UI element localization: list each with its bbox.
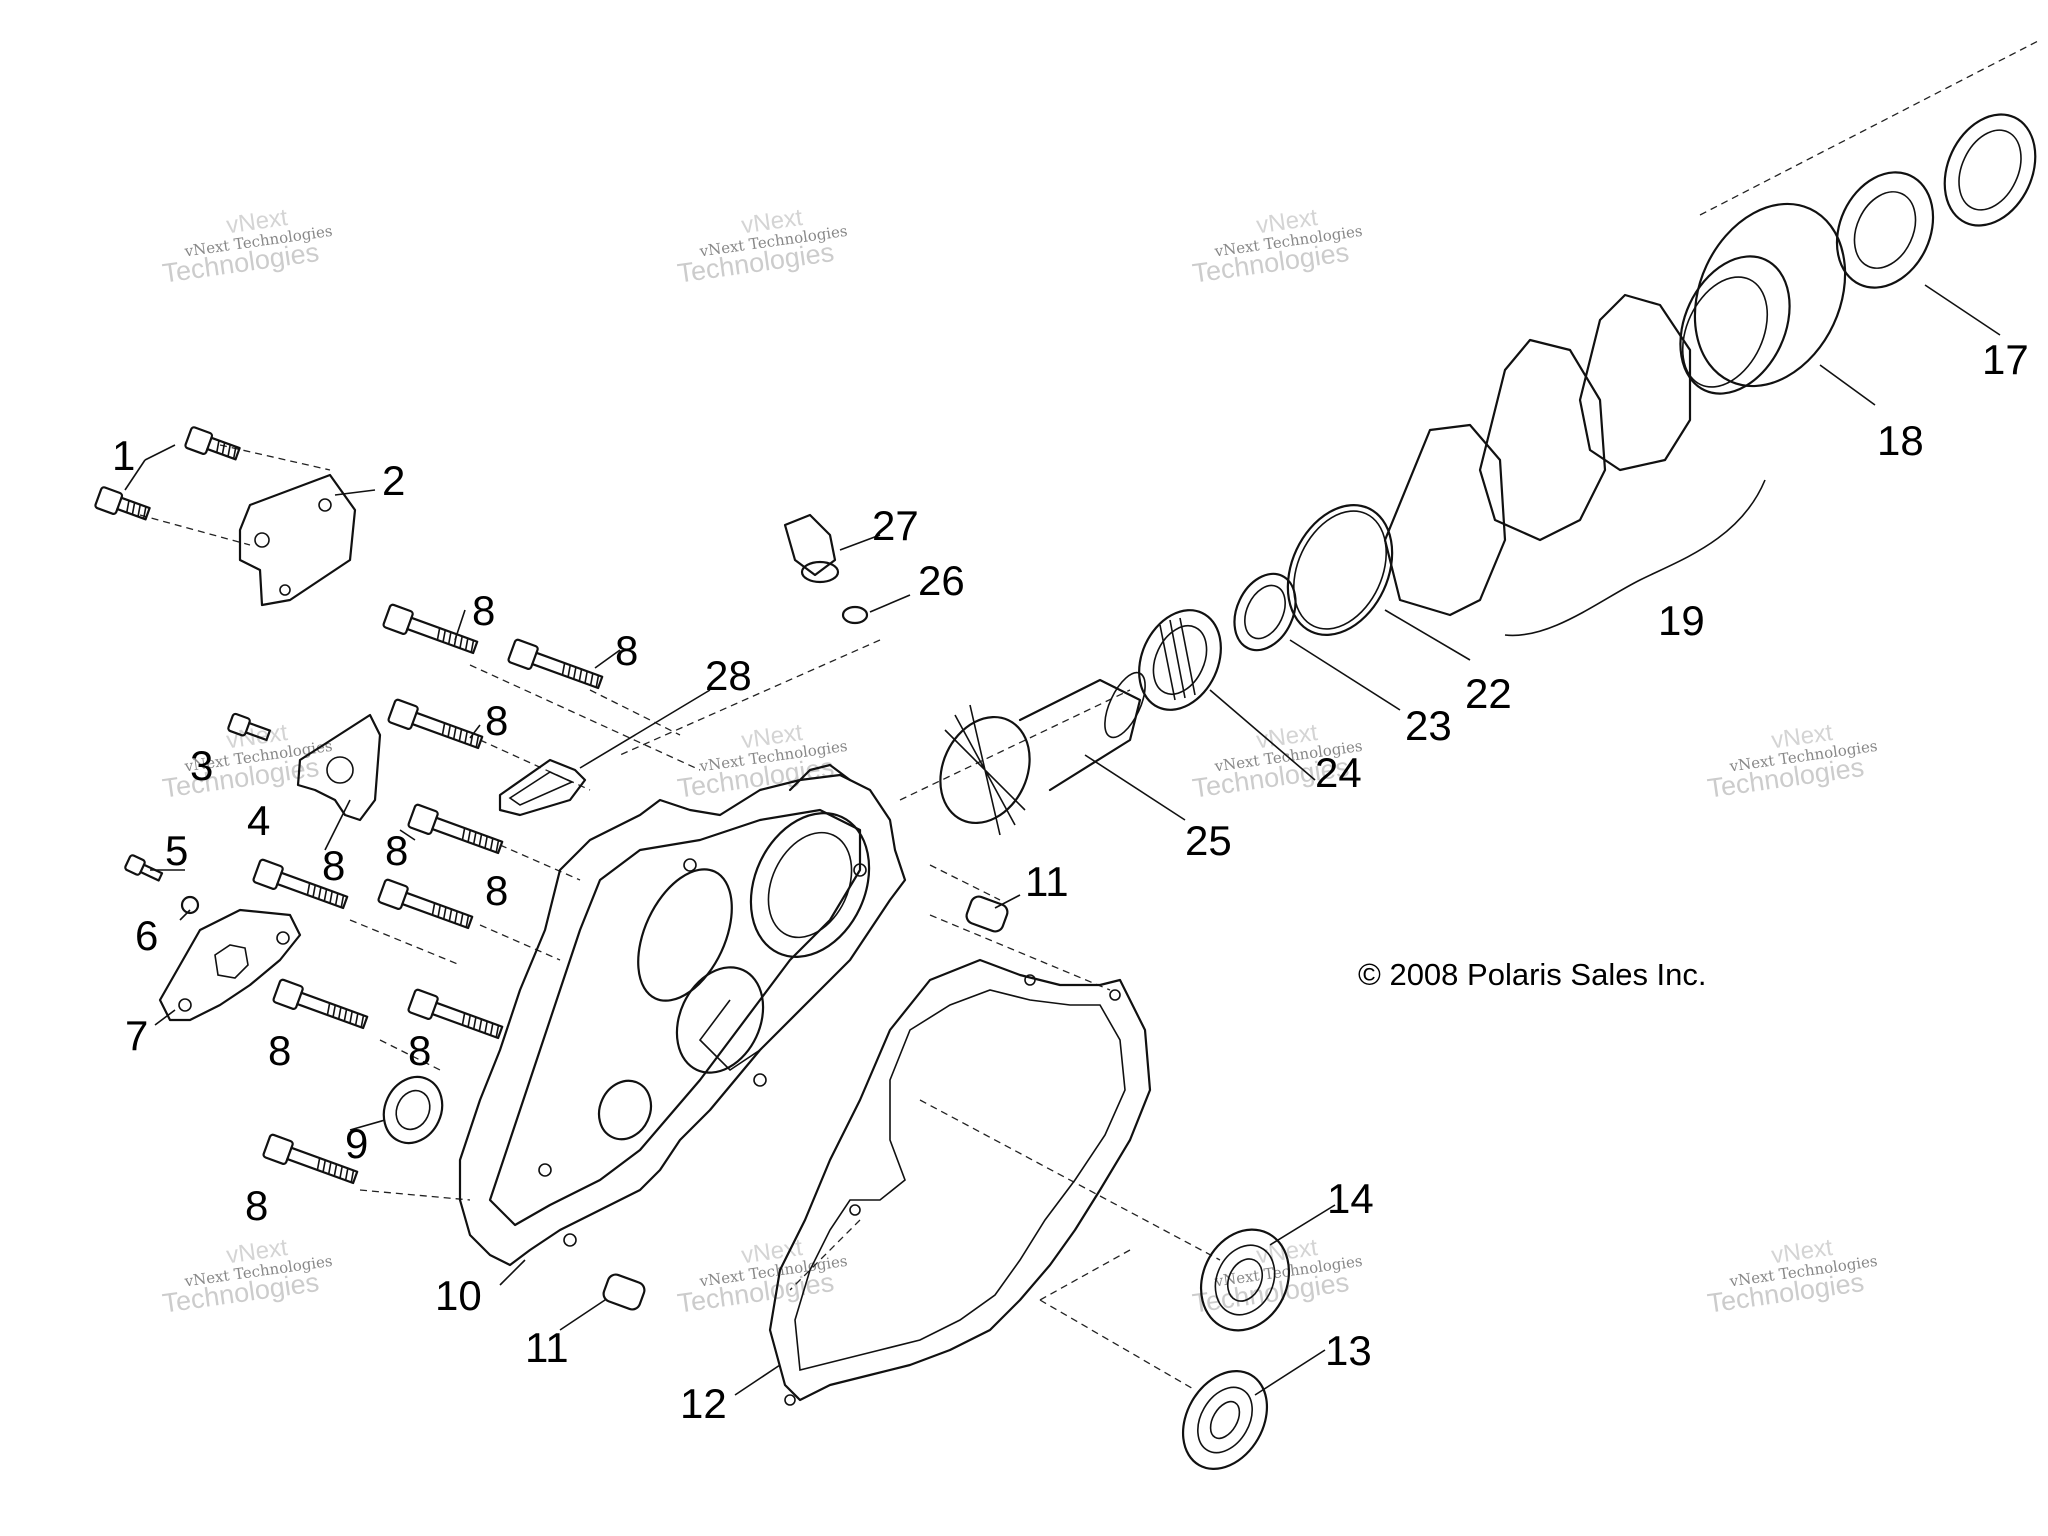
callout-2: 2 xyxy=(382,457,405,504)
part-18-bearing-retainer xyxy=(1679,202,1847,395)
part-14-bearing xyxy=(1199,1228,1291,1332)
callout-8: 8 xyxy=(472,587,495,634)
callout-25: 25 xyxy=(1185,817,1232,864)
callout-4: 4 xyxy=(247,797,270,844)
part-7-cover-plate xyxy=(158,908,302,1022)
callout-1: 1 xyxy=(112,432,135,479)
callout-19: 19 xyxy=(1658,597,1705,644)
watermark: Technologies vNext Technologies vNext xyxy=(161,1234,334,1319)
watermark: Technologies vNext Technologies vNext xyxy=(676,204,849,289)
leader-lines xyxy=(124,284,2001,1396)
callout-28: 28 xyxy=(705,652,752,699)
part-5-screw xyxy=(124,854,164,882)
part-27-drain-plug xyxy=(783,513,840,584)
callout-18: 18 xyxy=(1877,417,1924,464)
callout-8: 8 xyxy=(245,1182,268,1229)
part-4-plate xyxy=(296,713,382,822)
callout-14: 14 xyxy=(1327,1175,1374,1222)
callout-13: 13 xyxy=(1325,1327,1372,1374)
part-3-bolt xyxy=(227,712,272,742)
callout-22: 22 xyxy=(1465,670,1512,717)
callout-10: 10 xyxy=(435,1272,482,1319)
callout-7: 7 xyxy=(125,1012,148,1059)
part-19-shims xyxy=(1383,293,1692,617)
callout-3: 3 xyxy=(190,742,213,789)
watermark: Technologies vNext Technologies vNext xyxy=(161,719,334,804)
callout-23: 23 xyxy=(1405,702,1452,749)
part-9-oil-seal xyxy=(382,1075,444,1145)
callout-8: 8 xyxy=(385,827,408,874)
callout-5: 5 xyxy=(165,827,188,874)
part-26-seal-washer xyxy=(841,605,869,625)
watermark: Technologies vNext Technologies vNext xyxy=(1706,719,1879,804)
callout-8: 8 xyxy=(615,627,638,674)
callout-24: 24 xyxy=(1315,749,1362,796)
copyright-notice: © 2008 Polaris Sales Inc. xyxy=(1358,957,1707,992)
callout-11: 11 xyxy=(1025,858,1069,905)
part-6-nut xyxy=(180,895,200,915)
callout-labels: 1 2 3 4 5 6 7 8 8 8 8 8 8 8 8 8 9 10 11 … xyxy=(112,336,2029,1427)
part-13-bearing xyxy=(1181,1370,1269,1470)
part-11-dowel-pin-upper xyxy=(965,895,1009,933)
part-24-bearing xyxy=(1138,609,1222,711)
part-28-gasket xyxy=(498,758,587,817)
part-1-bolts xyxy=(94,426,241,521)
watermark-layer: Technologies vNext Technologies vNext Te… xyxy=(161,204,1879,1319)
part-11-dowel-pin-lower xyxy=(602,1273,646,1311)
callout-11: 11 xyxy=(525,1324,569,1371)
callout-27: 27 xyxy=(872,502,919,549)
callout-17: 17 xyxy=(1982,336,2029,383)
part-23-seal-ring xyxy=(1233,572,1297,652)
watermark: Technologies vNext Technologies vNext xyxy=(161,204,334,289)
callout-6: 6 xyxy=(135,912,158,959)
watermark: Technologies vNext Technologies vNext xyxy=(1191,204,1364,289)
part-12-case-gasket xyxy=(768,958,1152,1406)
part-2-bracket xyxy=(238,473,357,607)
part-25-bevel-gear-shaft xyxy=(939,671,1146,836)
part-17-bearing xyxy=(1835,171,1935,289)
callout-8: 8 xyxy=(268,1027,291,1074)
callout-12: 12 xyxy=(680,1380,727,1427)
watermark: Technologies vNext Technologies vNext xyxy=(1706,1234,1879,1319)
callout-8: 8 xyxy=(485,867,508,914)
callout-8: 8 xyxy=(322,842,345,889)
callout-8: 8 xyxy=(408,1027,431,1074)
callout-9: 9 xyxy=(345,1120,368,1167)
part-22-o-ring xyxy=(1286,504,1394,636)
part-upper-bearing-partial xyxy=(1943,113,2037,227)
callout-26: 26 xyxy=(918,557,965,604)
callout-8: 8 xyxy=(485,697,508,744)
part-10-case-housing xyxy=(458,763,907,1267)
part-8-bolts xyxy=(252,603,604,1185)
